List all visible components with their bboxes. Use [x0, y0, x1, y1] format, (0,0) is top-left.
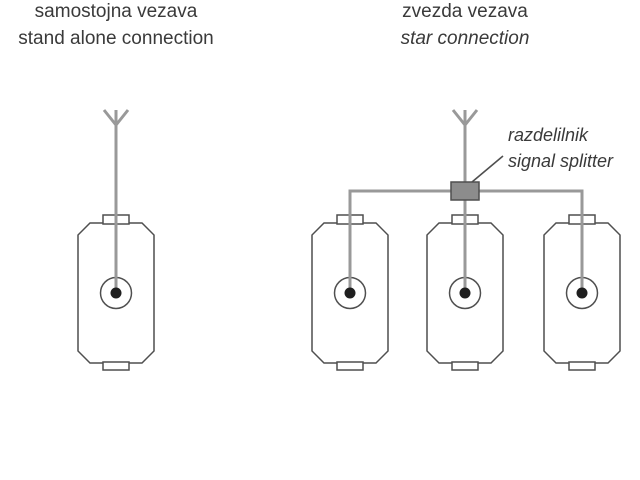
socket-contact-dot — [459, 287, 471, 299]
left-diagram-title: samostojna vezava stand alone connection — [0, 0, 232, 52]
splitter-label-slovenian: razdelilnik — [508, 125, 589, 145]
splitter-callout-line — [471, 155, 504, 183]
socket-contact-dot — [576, 287, 588, 299]
signal-splitter-icon — [450, 181, 480, 201]
right-title-slovenian: zvezda vezava — [402, 1, 528, 22]
right-title-english: star connection — [400, 28, 530, 49]
right-diagram-title: zvezda vezava star connection — [349, 0, 581, 52]
socket-contact-dot — [110, 287, 122, 299]
splitter-label: razdelilnik signal splitter — [508, 122, 613, 174]
splitter-label-english: signal splitter — [508, 151, 614, 171]
antenna-icon-left — [102, 109, 130, 293]
socket-contact-dot — [344, 287, 356, 299]
antenna-icon-right — [451, 109, 479, 293]
left-title-slovenian: samostojna vezava — [34, 1, 198, 22]
left-title-english: stand alone connection — [18, 28, 214, 49]
